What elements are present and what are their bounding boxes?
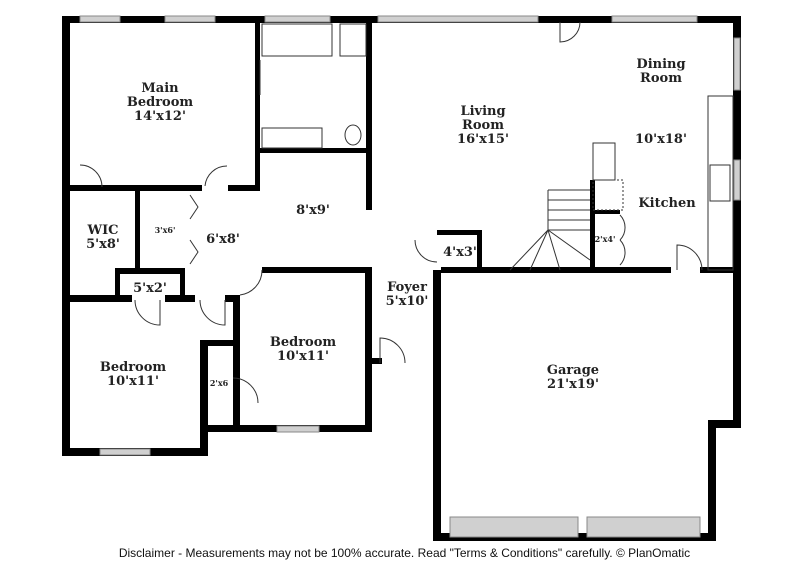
stairs	[509, 189, 591, 271]
hall-6x8-size: 6'x8'	[206, 232, 240, 247]
wic-label: WIC	[86, 223, 118, 238]
main-bedroom-label: Main	[141, 81, 179, 96]
hall-size: 8'x9'	[296, 203, 330, 218]
disclaimer: Disclaimer - Measurements may not be 100…	[118, 546, 691, 560]
room-labels: Main Bedroom 14'x12' Living Room 16'x15'…	[86, 57, 696, 392]
bedroom-2-size: 10'x11'	[277, 349, 329, 364]
kitchen-label: Kitchen	[638, 196, 696, 211]
windows	[79, 15, 741, 538]
bedroom-2-label: Bedroom	[270, 335, 337, 350]
fixtures	[79, 21, 734, 404]
living-room-label: Living	[460, 104, 505, 119]
closet-5x2-size: 5'x2'	[133, 281, 167, 296]
dining-room-label: Dining	[636, 57, 685, 72]
living-room-label-2: Room	[462, 118, 504, 133]
vanity	[261, 127, 323, 149]
sink	[709, 164, 731, 202]
fireplace	[592, 179, 624, 211]
counter	[707, 95, 734, 271]
living-room-size: 16'x15'	[457, 132, 509, 147]
closet-3x6-size: 3'x6'	[155, 225, 176, 235]
chimney	[592, 142, 616, 181]
shower	[339, 23, 367, 57]
wic-size: 5'x8'	[86, 237, 120, 252]
bedroom-1-label: Bedroom	[100, 360, 167, 375]
main-bedroom-size: 14'x12'	[134, 109, 186, 124]
toilet	[344, 124, 362, 146]
bedroom-1-size: 10'x11'	[107, 374, 159, 389]
garage-size: 21'x19'	[547, 377, 599, 392]
door-swings	[79, 21, 703, 404]
dining-room-label-2: Room	[640, 71, 682, 86]
pantry-size: 2'x4'	[595, 234, 616, 244]
dining-room-size: 10'x18'	[635, 132, 687, 147]
bathtub	[261, 23, 333, 57]
closet-2x6-size: 2'x6	[210, 378, 229, 388]
closet-4x3-size: 4'x3'	[443, 245, 477, 260]
main-bedroom-label-2: Bedroom	[127, 95, 194, 110]
garage-label: Garage	[547, 363, 599, 378]
foyer-size: 5'x10'	[386, 294, 429, 309]
foyer-label: Foyer	[387, 280, 427, 295]
